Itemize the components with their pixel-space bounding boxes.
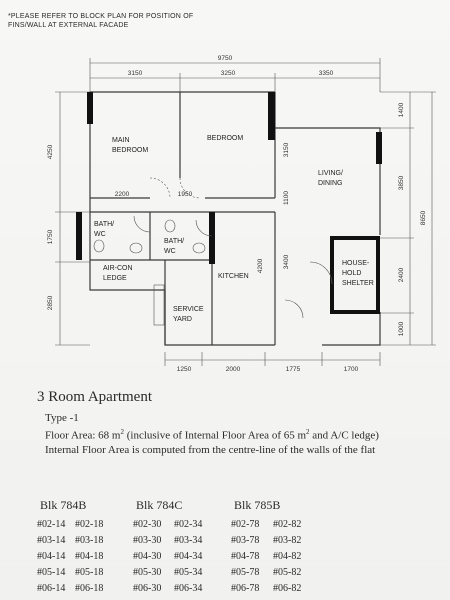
bottom-dimension-lines	[164, 352, 381, 366]
dim-inner-4200: 4200	[257, 258, 264, 273]
label-living-2: DINING	[318, 180, 343, 187]
label-aircon-1: AIR-CON	[103, 265, 133, 272]
dim-bottom-2: 2000	[226, 366, 241, 373]
unit: #03-34	[174, 535, 203, 546]
floor-area-sup: 2	[120, 428, 124, 436]
dim-bottom-3: 1775	[286, 366, 301, 373]
unit: #05-78	[231, 567, 260, 578]
unit: #02-34	[174, 519, 203, 530]
left-dimension-lines	[55, 91, 90, 346]
unit: #06-30	[133, 583, 162, 594]
floor-area-prefix: Floor Area: 68 m	[45, 429, 121, 442]
dim-inner-1100: 1100	[283, 191, 290, 205]
unit: #04-78	[231, 551, 260, 562]
label-main-bedroom-1: MAIN	[112, 137, 130, 144]
apartment-type: Type -1	[45, 412, 79, 424]
dim-total-width: 9750	[218, 55, 233, 62]
label-service-1: SERVICE	[173, 306, 204, 313]
unit: #06-14	[37, 583, 66, 594]
label-aircon-2: LEDGE	[103, 275, 127, 282]
label-bath1-1: BATH/	[94, 221, 114, 228]
unit: #02-82	[273, 519, 302, 530]
unit: #02-78	[231, 519, 260, 530]
apartment-title: 3 Room Apartment	[37, 389, 152, 405]
label-kitchen: KITCHEN	[218, 273, 249, 280]
dim-top-1: 3150	[128, 70, 143, 77]
right-dimension-lines	[380, 91, 436, 346]
door-swings	[133, 177, 333, 319]
block-name: Blk 784B	[40, 498, 87, 512]
dim-right-4: 1000	[398, 321, 405, 336]
label-main-bedroom-2: BEDROOM	[112, 147, 148, 154]
unit: #05-82	[273, 567, 302, 578]
label-bedroom: BEDROOM	[207, 135, 243, 142]
unit: #04-30	[133, 551, 162, 562]
block-name: Blk 785B	[234, 498, 281, 512]
label-service-2: YARD	[173, 316, 192, 323]
unit: #05-30	[133, 567, 162, 578]
unit: #06-34	[174, 583, 203, 594]
dim-inner-1950: 1950	[178, 191, 193, 198]
label-shelter-1: HOUSE-	[342, 260, 370, 267]
dim-top-2: 3250	[221, 70, 236, 77]
dim-top-3: 3350	[319, 70, 334, 77]
unit: #04-82	[273, 551, 302, 562]
unit: #03-14	[37, 535, 66, 546]
dim-inner-2200: 2200	[115, 191, 130, 198]
facade-note: *PLEASE REFER TO BLOCK PLAN FOR POSITION…	[8, 13, 194, 29]
unit: #02-30	[133, 519, 162, 530]
floor-plan-drawing: 9750 3150 3250 3350 4250 1750 2850 1400 …	[47, 55, 436, 373]
unit: #05-18	[75, 567, 104, 578]
dim-left-3: 2850	[47, 295, 54, 310]
label-bath2-2: WC	[164, 248, 176, 255]
unit: #03-82	[273, 535, 302, 546]
block-name: Blk 784C	[136, 498, 183, 512]
floor-area-suffix: and A/C ledge)	[309, 429, 379, 442]
label-shelter-2: HOLD	[342, 270, 361, 277]
label-living-1: LIVING/	[318, 170, 343, 177]
dim-bottom-4: 1700	[344, 366, 359, 373]
dim-right-3: 2400	[398, 267, 405, 282]
dim-bottom-1: 1250	[177, 366, 192, 373]
dim-right-2: 3850	[398, 175, 405, 190]
dim-inner-3400: 3400	[283, 254, 290, 269]
structural-walls	[76, 92, 382, 314]
unit: #03-18	[75, 535, 104, 546]
computed-note: Internal Floor Area is computed from the…	[45, 444, 376, 456]
dim-right-total: 8650	[420, 210, 427, 225]
floor-area: Floor Area: 68 m2 (inclusive of Internal…	[45, 428, 379, 442]
unit: #04-18	[75, 551, 104, 562]
unit: #04-34	[174, 551, 203, 562]
unit: #06-82	[273, 583, 302, 594]
unit: #06-78	[231, 583, 260, 594]
label-bath2-1: BATH/	[164, 238, 184, 245]
unit: #03-30	[133, 535, 162, 546]
sanitary-fixtures	[93, 219, 206, 326]
label-shelter-3: SHELTER	[342, 280, 374, 287]
unit: #03-78	[231, 535, 260, 546]
unit: #02-14	[37, 519, 66, 530]
interior-walls	[90, 92, 380, 345]
unit: #05-34	[174, 567, 203, 578]
dim-left-2: 1750	[47, 229, 54, 244]
label-bath1-2: WC	[94, 231, 106, 238]
outer-walls	[89, 91, 381, 346]
top-dimension-lines	[89, 58, 381, 92]
unit: #05-14	[37, 567, 66, 578]
unit: #04-14	[37, 551, 66, 562]
unit: #06-18	[75, 583, 104, 594]
dim-inner-3150: 3150	[283, 142, 290, 157]
dim-right-1: 1400	[398, 102, 405, 117]
floor-area-sup2: 2	[306, 428, 310, 436]
dim-left-1: 4250	[47, 144, 54, 159]
unit: #02-18	[75, 519, 104, 530]
floor-area-middle: (inclusive of Internal Floor Area of 65 …	[123, 429, 307, 442]
